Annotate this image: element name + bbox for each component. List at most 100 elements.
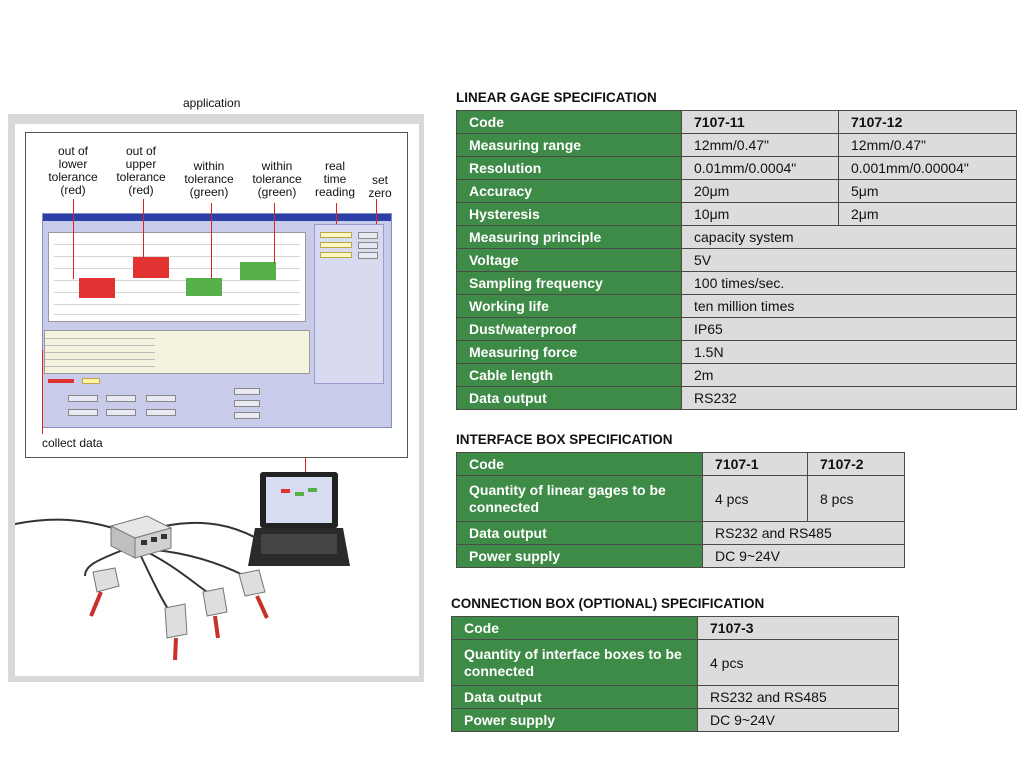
header-cell: 7107-12 <box>838 110 1017 134</box>
spec-key: Measuring range <box>456 133 682 157</box>
header-cell: 7107-11 <box>681 110 839 134</box>
table-row: Power supply DC 9~24V <box>451 708 899 732</box>
spec-value: ten million times <box>681 294 1017 318</box>
annotation-real-time-reading: real time reading <box>314 159 356 199</box>
spec-value: RS232 and RS485 <box>697 685 899 709</box>
table-row-line <box>45 366 155 367</box>
header-cell: 7107-2 <box>807 452 905 476</box>
spec-value: 100 times/sec. <box>681 271 1017 295</box>
spec-key: Data output <box>456 521 703 545</box>
spec-key: Data output <box>451 685 698 709</box>
table-row: Data output RS232 and RS485 <box>451 685 899 709</box>
interface-box-icon <box>109 515 173 559</box>
bar-out-upper-red <box>133 257 169 278</box>
spec-value: 4 pcs <box>697 639 899 686</box>
table-row: Working life ten million times <box>456 294 1017 318</box>
spec-value: 12mm/0.47" <box>838 133 1017 157</box>
spec-value: 2m <box>681 363 1017 387</box>
software-button <box>234 388 260 395</box>
software-button <box>68 409 98 416</box>
plot-gridline <box>54 256 300 257</box>
software-button <box>106 409 136 416</box>
table-row-line <box>45 352 155 353</box>
collect-data-label: collect data <box>42 436 103 450</box>
bar-out-lower-red <box>79 278 115 298</box>
table-row: Cable length 2m <box>456 363 1017 387</box>
plot-gridline <box>54 268 300 269</box>
spec-key: Accuracy <box>456 179 682 203</box>
linear-gage-icon <box>89 567 120 617</box>
spec-value: 5V <box>681 248 1017 272</box>
linear-gage-table: Code 7107-11 7107-12 Measuring range 12m… <box>456 110 1017 410</box>
spec-key: Quantity of linear gages to be connected <box>456 475 703 522</box>
software-button <box>106 395 136 402</box>
table-row: Hysteresis 10μm 2μm <box>456 202 1017 226</box>
spec-value: 4 pcs <box>702 475 808 522</box>
interface-box-title: INTERFACE BOX SPECIFICATION <box>456 432 673 447</box>
status-red-label <box>48 379 74 383</box>
spec-value: 1.5N <box>681 340 1017 364</box>
table-row: Code 7107-1 7107-2 <box>456 452 905 476</box>
linear-gage-icon <box>238 569 269 619</box>
spec-value: 2μm <box>838 202 1017 226</box>
spec-key: Voltage <box>456 248 682 272</box>
software-button <box>146 409 176 416</box>
spec-key: Resolution <box>456 156 682 180</box>
reading-cell <box>320 252 352 258</box>
table-row: Quantity of interface boxes to be connec… <box>451 639 899 686</box>
linear-gage-title: LINEAR GAGE SPECIFICATION <box>456 90 657 105</box>
linear-gage-icon <box>202 587 228 639</box>
table-row: Voltage 5V <box>456 248 1017 272</box>
table-row: Measuring force 1.5N <box>456 340 1017 364</box>
table-row: Resolution 0.01mm/0.0004" 0.001mm/0.0000… <box>456 156 1017 180</box>
interface-box-table: Code 7107-1 7107-2 Quantity of linear ga… <box>456 452 905 568</box>
header-cell: 7107-3 <box>697 616 899 640</box>
plot-gridline <box>54 292 300 293</box>
annotation-lower-tolerance: out of lower tolerance (red) <box>48 144 98 197</box>
header-cell: Code <box>456 110 682 134</box>
plot-gridline <box>54 314 300 315</box>
leader-line <box>274 203 275 263</box>
reading-cell <box>320 232 352 238</box>
spec-value: 0.01mm/0.0004" <box>681 156 839 180</box>
software-button <box>146 395 176 402</box>
linear-gage-icon <box>164 603 188 661</box>
annotation-set-zero: set zero <box>368 173 392 200</box>
annotation-within-tolerance-2: within tolerance (green) <box>252 159 302 199</box>
hardware-setup-illustration <box>15 472 350 661</box>
software-button <box>68 395 98 402</box>
connection-box-table: Code 7107-3 Quantity of interface boxes … <box>451 616 899 732</box>
spec-value: 12mm/0.47" <box>681 133 839 157</box>
bar-within-green-2 <box>240 262 276 280</box>
spec-key: Power supply <box>456 544 703 568</box>
spec-key: Measuring force <box>456 340 682 364</box>
table-row: Code 7107-11 7107-12 <box>456 110 1017 134</box>
header-cell: 7107-1 <box>702 452 808 476</box>
software-button <box>234 400 260 407</box>
spec-value: DC 9~24V <box>697 708 899 732</box>
software-button <box>234 412 260 419</box>
table-row: Measuring principle capacity system <box>456 225 1017 249</box>
table-row: Accuracy 20μm 5μm <box>456 179 1017 203</box>
annotation-within-tolerance-1: within tolerance (green) <box>184 159 234 199</box>
spec-key: Working life <box>456 294 682 318</box>
bar-within-green-1 <box>186 278 222 296</box>
leader-line <box>42 350 43 434</box>
spec-value: IP65 <box>681 317 1017 341</box>
reading-panel <box>314 224 384 384</box>
set-zero-button <box>358 242 378 249</box>
leader-line <box>211 203 212 279</box>
spec-key: Data output <box>456 386 682 410</box>
set-zero-button <box>358 232 378 239</box>
table-row: Data output RS232 and RS485 <box>456 521 905 545</box>
spec-value: capacity system <box>681 225 1017 249</box>
table-row: Power supply DC 9~24V <box>456 544 905 568</box>
table-row: Data output RS232 <box>456 386 1017 410</box>
table-row: Code 7107-3 <box>451 616 899 640</box>
software-window-titlebar <box>43 214 391 221</box>
spec-value: RS232 <box>681 386 1017 410</box>
plot-gridline <box>54 244 300 245</box>
spec-value: 8 pcs <box>807 475 905 522</box>
figure-caption: application <box>183 96 241 110</box>
spec-key: Cable length <box>456 363 682 387</box>
